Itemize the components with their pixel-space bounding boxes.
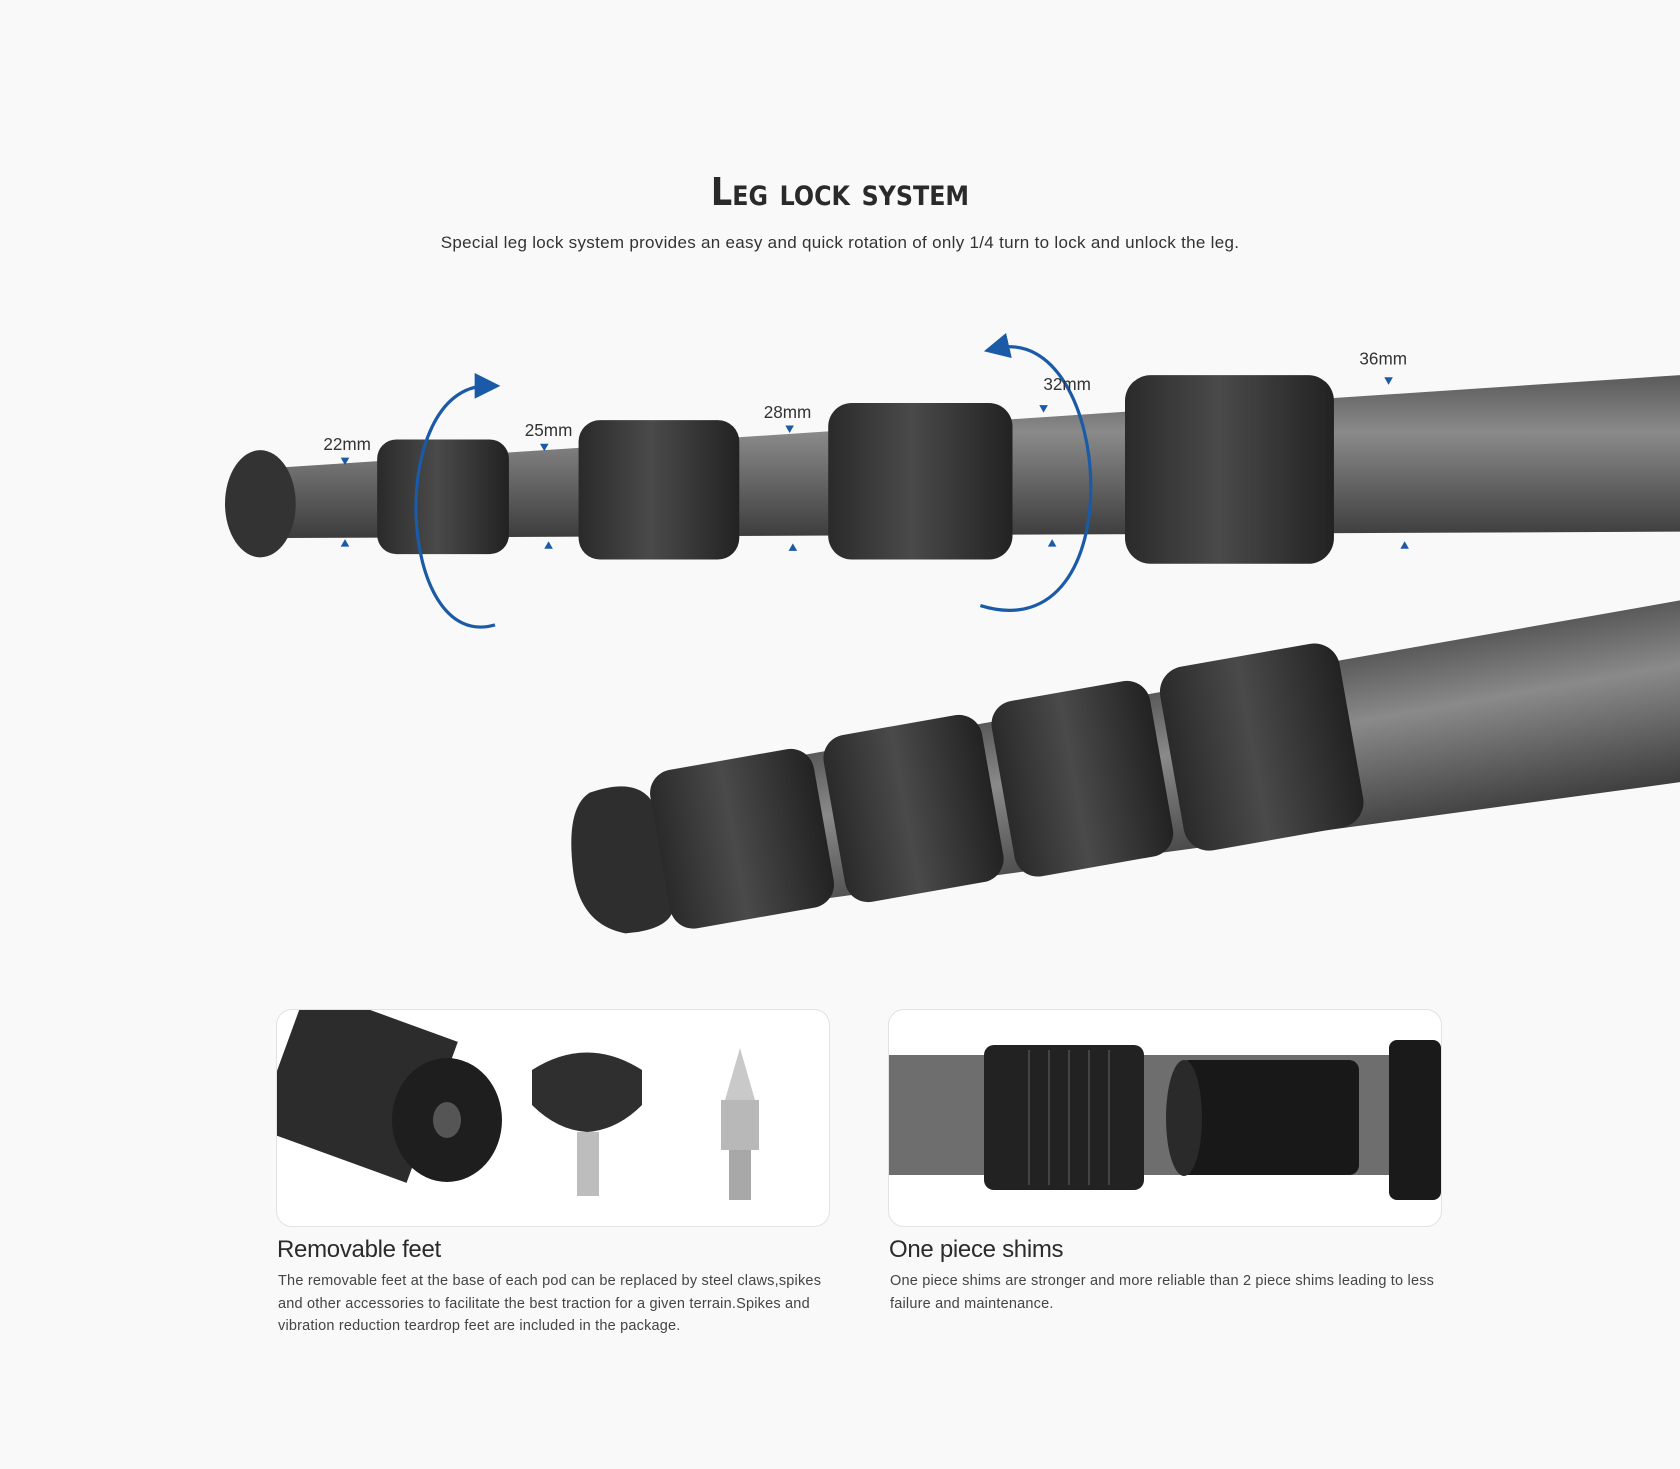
leg-lock-knob	[823, 714, 1004, 903]
leg-lock-knob	[1159, 643, 1364, 851]
rotation-arrow-icon	[979, 332, 1093, 612]
upper-leg	[225, 375, 1680, 564]
diameter-label-22: 22mm	[323, 434, 371, 454]
leg-lock-knob	[377, 439, 509, 555]
page-title: Leg lock system	[710, 170, 970, 214]
diameter-label-25: 25mm	[525, 420, 573, 440]
feature-title-one-piece-shims: One piece shims	[889, 1236, 1064, 1263]
feature-body-one-piece-shims: One piece shims are stronger and more re…	[890, 1273, 1435, 1312]
feature-title-removable-feet: Removable feet	[277, 1236, 441, 1263]
one-piece-shims-image	[888, 1009, 1442, 1227]
diameter-label-28: 28mm	[764, 402, 812, 422]
feature-body-removable-feet: The removable feet at the base of each p…	[278, 1273, 822, 1334]
removable-feet-image	[276, 1009, 830, 1227]
leg-lock-knob	[828, 403, 1013, 560]
leg-lock-knob	[578, 420, 740, 560]
diameter-label-36: 36mm	[1359, 348, 1407, 368]
leg-lock-knob	[1125, 375, 1334, 564]
lower-leg	[571, 591, 1680, 934]
measure-markers	[340, 377, 1409, 551]
shim-sleeve	[1179, 1060, 1359, 1175]
rotation-arrow-icon	[414, 373, 501, 629]
rubber-foot	[571, 786, 675, 934]
rubber-foot	[225, 450, 296, 558]
leg-lock-knob	[991, 680, 1174, 877]
threaded-shim	[984, 1045, 1144, 1190]
spike-foot	[725, 1048, 755, 1100]
rubber-foot	[532, 1052, 642, 1132]
page-subtitle: Special leg lock system provides an easy…	[440, 233, 1240, 252]
leg-lock-knob	[650, 748, 835, 929]
diameter-label-32: 32mm	[1043, 374, 1091, 394]
tripod-legs-illustration: 22mm 25mm 28mm 32mm 36mm	[225, 332, 1680, 934]
